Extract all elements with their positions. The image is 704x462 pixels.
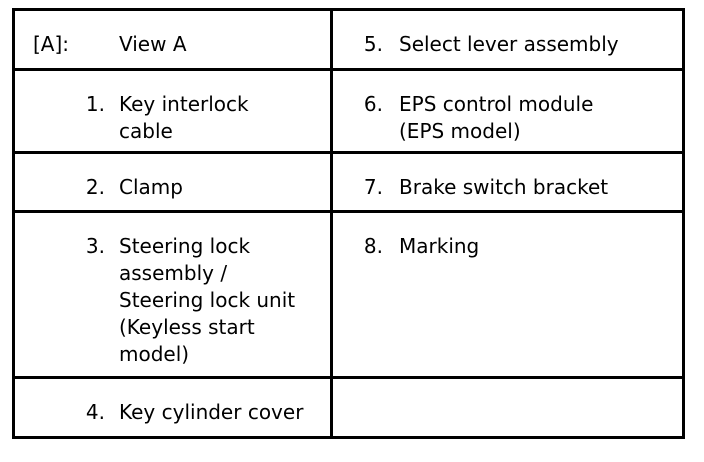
legend-cell-4: 4. Key cylinder cover <box>12 376 333 439</box>
legend-label: Key interlock cable <box>119 92 249 143</box>
legend-label: Key cylinder cover <box>119 400 304 424</box>
legend-table: [A]: View A 5. Select lever assembly 1. … <box>12 8 685 439</box>
legend-cell-a: [A]: View A <box>12 8 333 71</box>
legend-number: 5. <box>363 32 383 56</box>
legend-cell-7: 7. Brake switch bracket <box>330 151 685 213</box>
legend-label: Clamp <box>119 175 183 199</box>
table-row: 2. Clamp 7. Brake switch bracket <box>12 151 685 213</box>
legend-number: 4. <box>85 400 105 424</box>
legend-cell-5: 5. Select lever assembly <box>330 8 685 71</box>
table-row: 1. Key interlock cable 6. EPS control mo… <box>12 68 685 154</box>
legend-number: [A]: <box>33 32 70 56</box>
legend-cell-3: 3. Steering lock assembly / Steering loc… <box>12 210 333 379</box>
legend-number: 8. <box>363 234 383 258</box>
legend-cell-2: 2. Clamp <box>12 151 333 213</box>
legend-label: Steering lock assembly / Steering lock u… <box>119 234 296 366</box>
table-row: 3. Steering lock assembly / Steering loc… <box>12 210 685 379</box>
legend-label: Marking <box>399 234 480 258</box>
legend-number: 1. <box>85 92 105 116</box>
legend-number: 3. <box>85 234 105 258</box>
legend-cell-6: 6. EPS control module (EPS model) <box>330 68 685 154</box>
legend-label: EPS control module (EPS model) <box>399 92 594 143</box>
legend-cell-1: 1. Key interlock cable <box>12 68 333 154</box>
legend-number: 6. <box>363 92 383 116</box>
legend-label: Select lever assembly <box>399 32 619 56</box>
legend-cell-8: 8. Marking <box>330 210 685 379</box>
legend-number: 7. <box>363 175 383 199</box>
legend-cell-empty <box>330 376 685 439</box>
table-row: [A]: View A 5. Select lever assembly <box>12 8 685 71</box>
legend-label: Brake switch bracket <box>399 175 609 199</box>
legend-label: View A <box>119 32 187 56</box>
table-row: 4. Key cylinder cover <box>12 376 685 439</box>
legend-number: 2. <box>85 175 105 199</box>
